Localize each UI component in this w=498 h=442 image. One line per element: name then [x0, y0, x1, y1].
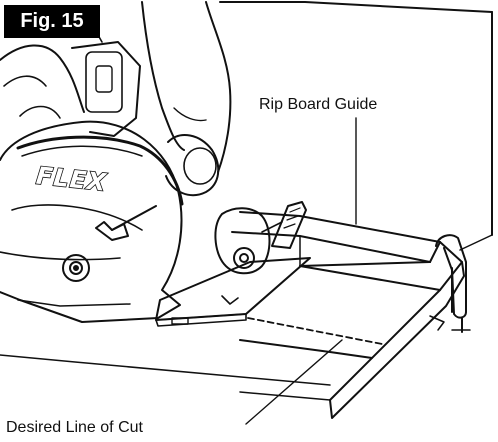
callout-desired-line-of-cut: Desired Line of Cut — [6, 419, 143, 436]
cut-line-dashed — [247, 317, 383, 345]
saw-body — [0, 120, 183, 323]
depth-lever — [271, 201, 307, 249]
right-hand — [141, 1, 232, 197]
leader-cut-line — [245, 339, 343, 425]
work-table — [0, 1, 493, 386]
depth-knob — [62, 254, 90, 282]
rip-board-guide — [231, 211, 441, 267]
saw-brand-label: FLEX — [35, 162, 109, 197]
figure-number-badge: Fig. 15 — [4, 5, 100, 38]
callout-rip-board-guide: Rip Board Guide — [259, 96, 378, 113]
c-clamp — [429, 234, 471, 333]
front-bevel-knob — [214, 207, 283, 275]
guard-lever — [95, 205, 157, 241]
workpiece-board — [239, 241, 465, 419]
blade-guard — [16, 135, 184, 206]
saw-shoe-plate — [155, 257, 311, 327]
